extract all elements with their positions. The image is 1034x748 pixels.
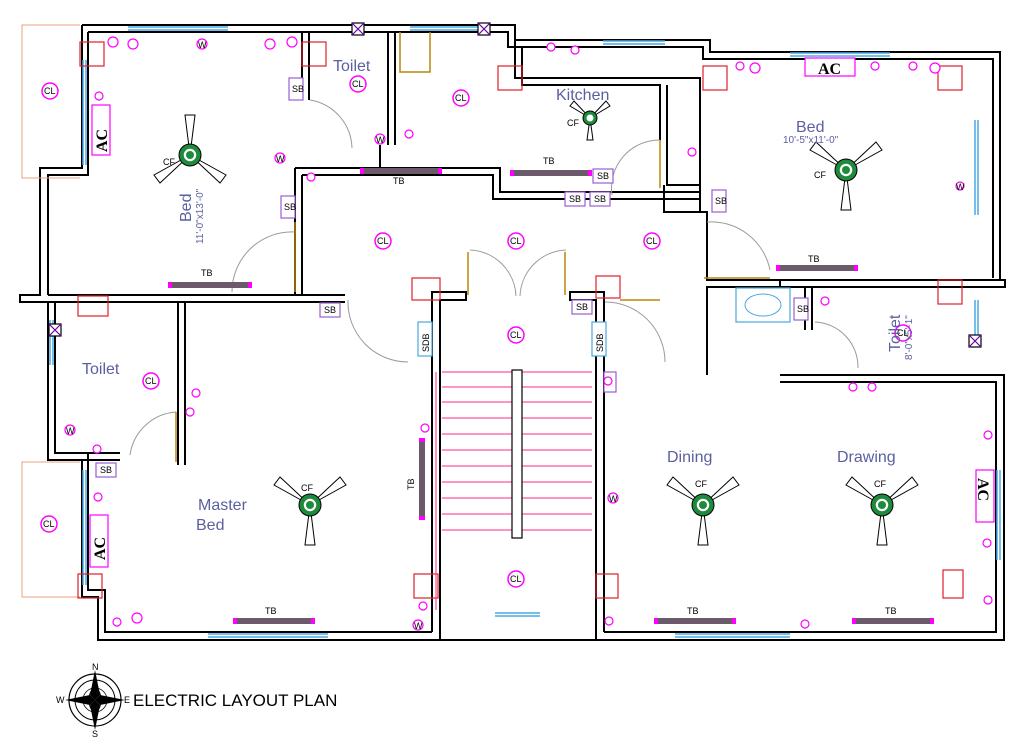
sb-label: SB [797,304,809,314]
balconies [21,24,80,598]
cl-label: CL [510,330,522,340]
sb-label: SB [292,84,304,94]
ceiling-lights [40,75,912,588]
cf-labels: CF CF CF CF CF CF [163,118,886,493]
ac-labels: AC AC AC AC [92,61,991,560]
cl-label: CL [646,236,658,246]
cl-label: CL [377,236,389,246]
columns [77,41,964,599]
ac-label: AC [94,129,111,152]
walls [19,24,1006,641]
cl-label: CL [897,328,909,338]
tb-label: TB [393,176,405,186]
room-label-toilet-left: Toilet [82,361,120,378]
door-frames [175,32,770,462]
room-dim-toilet-right: 8'-0"x5'-1" [904,315,915,360]
room-dim-bed-left: 11'-0"x13'-0" [195,188,206,244]
room-label-master-bed: Bed [196,517,224,534]
cl-label: CL [145,376,157,386]
w-label: W [66,426,75,436]
w-label: W [609,494,618,504]
compass-e: E [124,695,130,705]
room-dim-bed-right: 10'-5"x11'-0" [783,135,839,146]
ac-units [89,57,995,568]
staircase [435,369,592,610]
sdb-panels: SDB SDB [417,321,607,357]
exhaust-fans [48,22,982,348]
sb-label: SB [569,194,581,204]
cl-label: CL [510,236,522,246]
room-label-kitchen: Kitchen [556,87,609,104]
cf-label: CF [567,118,579,128]
cf-label: CF [814,170,826,180]
wall-lights [64,36,993,631]
ac-label: AC [92,537,109,560]
cl-labels: CL CL CL CL CL CL CL CL CL CL CL [43,79,909,584]
compass-w: W [56,695,65,705]
w-label: W [414,621,423,631]
w-labels: W W W W W W W [66,40,965,631]
w-label: W [956,182,965,192]
room-label-toilet-top: Toilet [333,58,371,75]
cf-label: CF [163,157,175,167]
doors [129,99,859,456]
sb-label: SB [100,465,112,475]
cl-label: CL [43,519,55,529]
sb-label: SB [324,305,336,315]
room-label-bed-right: Bed [796,119,824,136]
tb-label: TB [265,606,277,616]
w-label: W [198,40,207,50]
plan-title: ELECTRIC LAYOUT PLAN [133,691,337,710]
tb-label: TB [543,156,555,166]
compass-icon: N S E W [56,662,130,739]
tb-label: TB [885,606,897,616]
ac-label: AC [818,61,841,78]
sb-labels: SB SB SB SB SB SB SB SB SB SB [100,84,809,475]
cl-label: CL [510,574,522,584]
tb-label: TB [406,478,416,490]
cl-label: CL [44,86,56,96]
cf-label: CF [695,479,707,489]
ac-label: AC [974,478,991,501]
tb-label: TB [808,254,820,264]
sb-label: SB [597,171,609,181]
tb-label: TB [687,606,699,616]
w-label: W [376,135,385,145]
room-label-bed-left: Bed [178,194,195,222]
cl-label: CL [352,79,364,89]
sb-label: SB [594,194,606,204]
room-label-master: Master [198,497,248,514]
room-label-dining: Dining [667,449,712,466]
sdb-label: SDB [595,333,605,352]
wash-basin [735,287,791,323]
compass-s: S [92,729,98,739]
w-label: W [276,154,285,164]
tube-lights [168,168,934,624]
sb-label: SB [715,196,727,206]
sdb-label: SDB [421,333,431,352]
room-label-drawing: Drawing [837,449,896,466]
room-labels: Toilet Kitchen Bed 10'-5"x11'-0" Bed 11'… [82,58,915,534]
cl-label: CL [455,93,467,103]
room-label-toilet-right: Toilet [887,314,904,352]
sb-label: SB [284,202,296,212]
sb-label: SB [576,302,588,312]
ceiling-fans [153,100,919,546]
compass-n: N [92,662,99,672]
cf-label: CF [301,483,313,493]
cf-label: CF [874,479,886,489]
tb-labels: TB TB TB TB TB TB TB TB [201,156,897,616]
tb-label: TB [201,268,213,278]
